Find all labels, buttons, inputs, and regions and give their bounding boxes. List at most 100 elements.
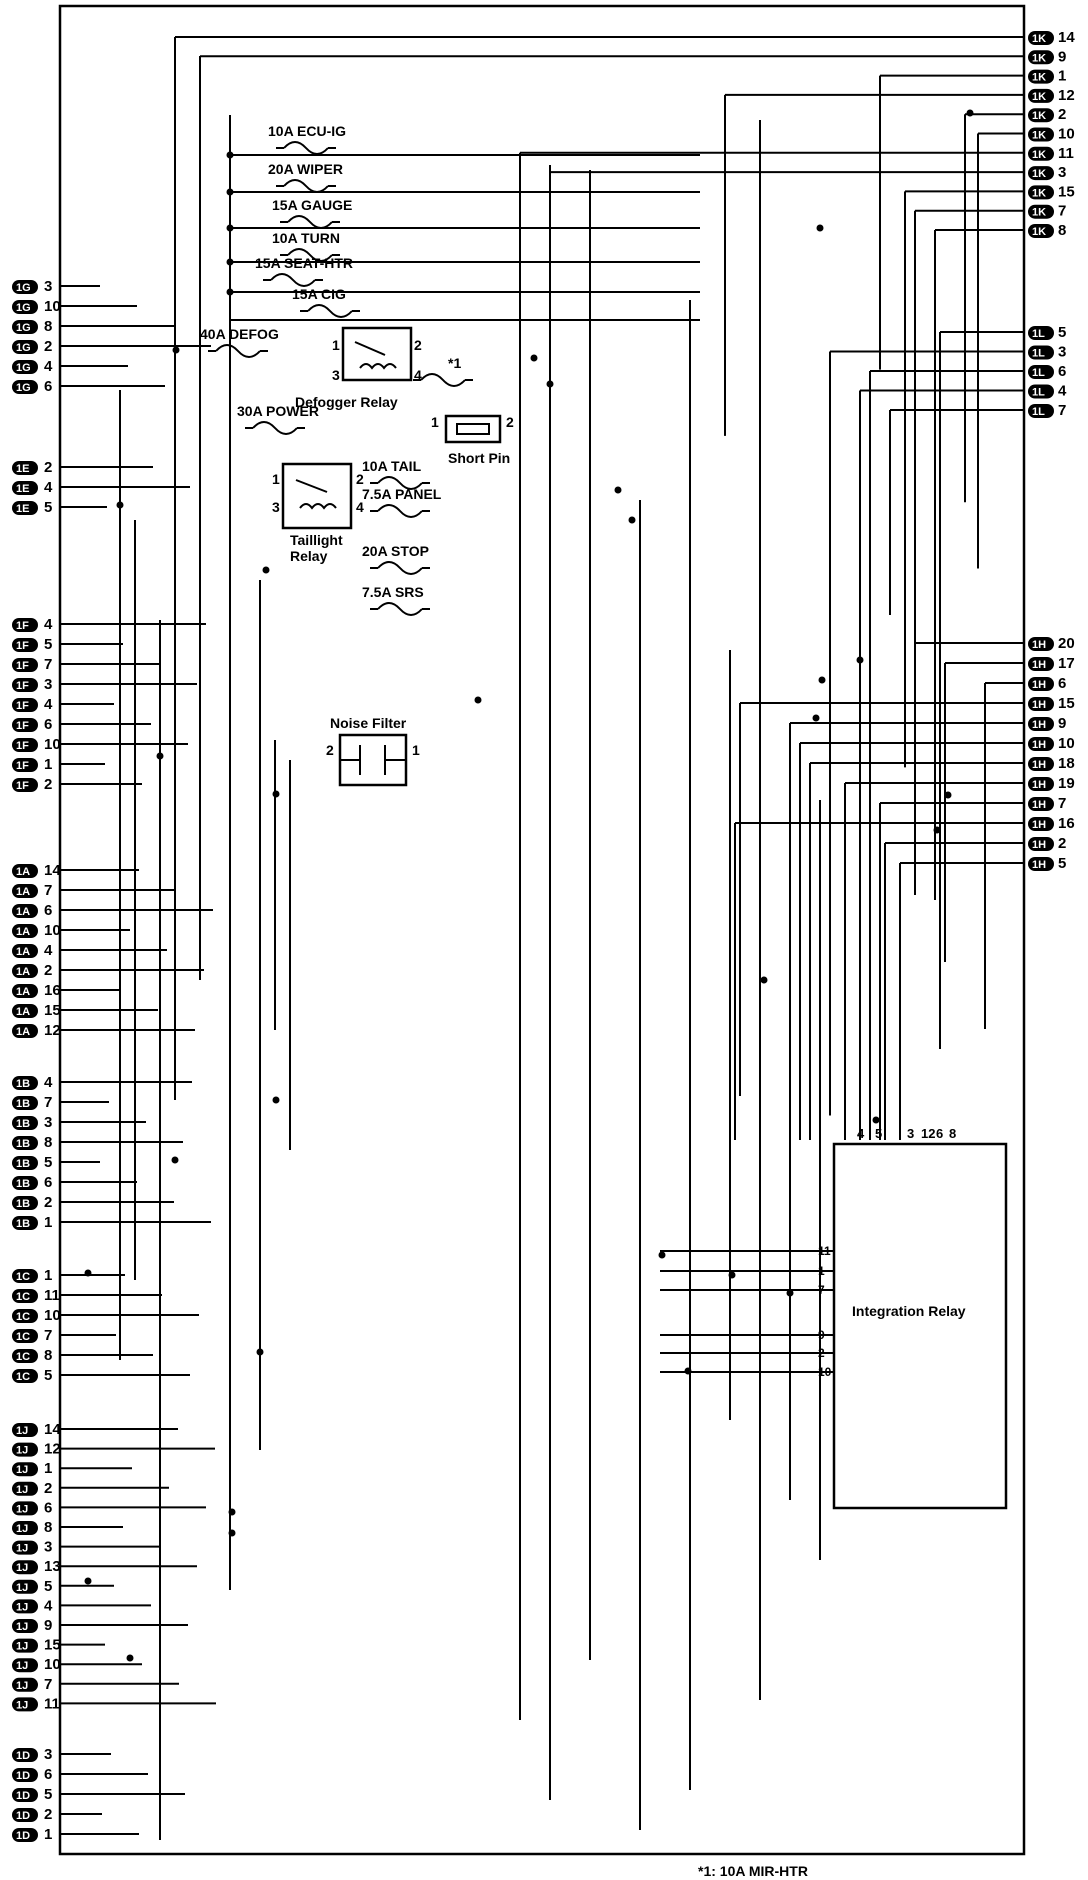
svg-text:1J: 1J <box>16 1484 28 1496</box>
svg-text:5: 5 <box>1058 324 1066 341</box>
svg-text:20: 20 <box>1058 635 1075 652</box>
connector-1H-badge: 1H <box>1028 777 1054 791</box>
svg-text:8: 8 <box>44 1134 52 1151</box>
svg-text:8: 8 <box>44 1519 52 1536</box>
integration-relay-label: Integration Relay <box>852 1303 966 1319</box>
svg-text:2: 2 <box>1058 106 1066 123</box>
svg-text:6: 6 <box>44 1766 52 1783</box>
connector-1B-badge: 1B <box>12 1196 38 1210</box>
svg-text:1H: 1H <box>1032 719 1046 731</box>
svg-text:8: 8 <box>44 1347 52 1364</box>
connector-1D-badge: 1D <box>12 1808 38 1822</box>
svg-text:10: 10 <box>44 736 61 753</box>
svg-text:3: 3 <box>44 1746 52 1763</box>
svg-text:1: 1 <box>44 1826 52 1843</box>
svg-text:7: 7 <box>44 1327 52 1344</box>
connector-1C-badge: 1C <box>12 1269 38 1283</box>
left-pin-1G-3: 1G 3 <box>12 278 52 295</box>
svg-text:5: 5 <box>44 1367 52 1384</box>
left-pin-1D-1: 1D 1 <box>12 1826 52 1843</box>
svg-text:1C: 1C <box>16 1351 30 1363</box>
svg-text:9: 9 <box>44 1617 52 1634</box>
svg-text:3: 3 <box>44 1114 52 1131</box>
short-pin: 1 2 Short Pin <box>431 414 514 466</box>
connector-1K-badge: 1K <box>1028 185 1054 200</box>
svg-text:4: 4 <box>44 358 53 375</box>
connector-1E-badge: 1E <box>12 501 38 515</box>
svg-text:12: 12 <box>1058 87 1075 104</box>
svg-text:5: 5 <box>1058 855 1066 872</box>
connector-1G-badge: 1G <box>12 360 38 374</box>
svg-text:3: 3 <box>44 278 52 295</box>
fuse-power: 30A POWER <box>237 403 319 435</box>
fuse-cig: 15A CIG <box>292 286 360 318</box>
taillight-pin-4: 4 <box>356 499 364 515</box>
connector-1J-badge: 1J <box>12 1560 38 1575</box>
connector-1J-badge: 1J <box>12 1619 38 1633</box>
svg-text:7: 7 <box>1058 795 1066 812</box>
svg-text:1B: 1B <box>16 1178 30 1190</box>
svg-text:1G: 1G <box>16 282 31 294</box>
svg-text:8: 8 <box>1058 222 1066 239</box>
svg-text:1J: 1J <box>16 1464 28 1476</box>
connector-1L-badge: 1L <box>1028 326 1054 340</box>
svg-text:1F: 1F <box>16 680 29 692</box>
svg-text:1L: 1L <box>1032 367 1045 379</box>
svg-text:1H: 1H <box>1032 659 1046 671</box>
fuse-tail: 10A TAIL <box>362 458 430 490</box>
svg-text:7.5A PANEL: 7.5A PANEL <box>362 486 442 502</box>
svg-text:1C: 1C <box>16 1271 30 1283</box>
svg-text:1L: 1L <box>1032 348 1045 360</box>
svg-text:1: 1 <box>44 1214 52 1231</box>
svg-text:1A: 1A <box>16 886 30 898</box>
connector-1A-badge: 1A <box>12 964 38 978</box>
connector-1C-badge: 1C <box>12 1329 38 1343</box>
svg-text:15: 15 <box>44 1002 61 1019</box>
connector-1J-badge: 1J <box>12 1521 38 1535</box>
svg-text:1K: 1K <box>1032 168 1046 180</box>
connector-1J-badge: 1J <box>12 1638 38 1653</box>
connector-1A-badge: 1A <box>12 984 38 998</box>
connector-1A-badge: 1A <box>12 904 38 918</box>
svg-text:18: 18 <box>1058 755 1075 772</box>
svg-text:4: 4 <box>44 1597 53 1614</box>
svg-text:11: 11 <box>1058 145 1074 162</box>
left-pin-1B-7: 1B 7 <box>12 1094 52 1111</box>
svg-text:1J: 1J <box>16 1680 28 1692</box>
svg-text:1F: 1F <box>16 780 29 792</box>
svg-text:11: 11 <box>44 1287 60 1304</box>
svg-text:1B: 1B <box>16 1098 30 1110</box>
connector-1D-badge: 1D <box>12 1828 38 1842</box>
connector-1D-badge: 1D <box>12 1748 38 1762</box>
connector-1F-badge: 1F <box>12 778 38 792</box>
svg-text:7: 7 <box>44 1094 52 1111</box>
connector-1C-badge: 1C <box>12 1349 38 1363</box>
svg-text:10: 10 <box>1058 735 1075 752</box>
svg-text:1D: 1D <box>16 1750 30 1762</box>
svg-text:1K: 1K <box>1032 91 1046 103</box>
defogger-pin-3: 3 <box>332 367 340 383</box>
svg-text:1G: 1G <box>16 322 31 334</box>
taillight-pin-3: 3 <box>272 499 280 515</box>
svg-text:2: 2 <box>44 962 52 979</box>
svg-text:1K: 1K <box>1032 33 1046 45</box>
connector-1H-badge: 1H <box>1028 837 1054 851</box>
right-pin-1L-5: 1L 5 <box>1028 324 1066 341</box>
